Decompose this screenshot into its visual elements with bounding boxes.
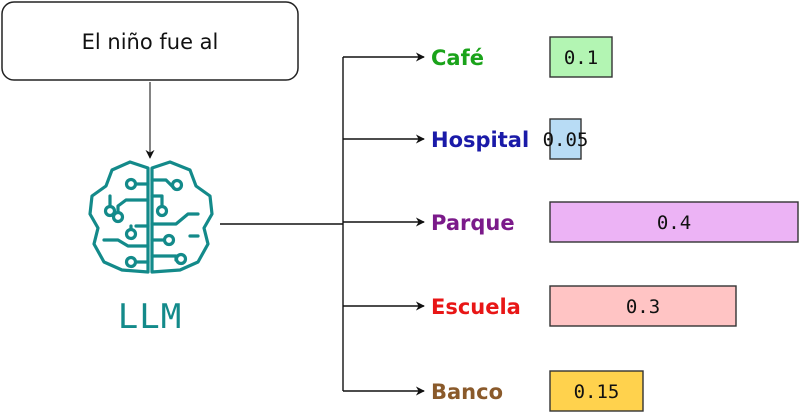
connector-lines bbox=[220, 57, 344, 391]
option-label-cafe: Café bbox=[431, 46, 484, 70]
prob-bar-banco bbox=[549, 370, 644, 412]
llm-label: LLM bbox=[118, 297, 182, 337]
option-label-escuela: Escuela bbox=[431, 295, 521, 319]
prob-bar-hospital bbox=[549, 118, 582, 160]
prompt-box: El niño fue al bbox=[1, 1, 299, 81]
prob-value-banco: 0.15 bbox=[574, 381, 620, 403]
option-label-parque: Parque bbox=[431, 211, 515, 235]
prob-bar-cafe bbox=[549, 36, 613, 78]
prob-value-cafe: 0.1 bbox=[564, 47, 598, 69]
prob-bar-escuela bbox=[549, 285, 737, 327]
brain-circuit-icon bbox=[88, 160, 214, 274]
prob-value-escuela: 0.3 bbox=[626, 296, 660, 318]
option-label-banco: Banco bbox=[431, 380, 503, 404]
option-label-hospital: Hospital bbox=[431, 128, 529, 152]
prompt-text: El niño fue al bbox=[82, 30, 219, 54]
prob-value-parque: 0.4 bbox=[657, 212, 691, 234]
prob-bar-parque bbox=[549, 201, 799, 243]
prob-value-hospital: 0.05 bbox=[543, 129, 589, 151]
